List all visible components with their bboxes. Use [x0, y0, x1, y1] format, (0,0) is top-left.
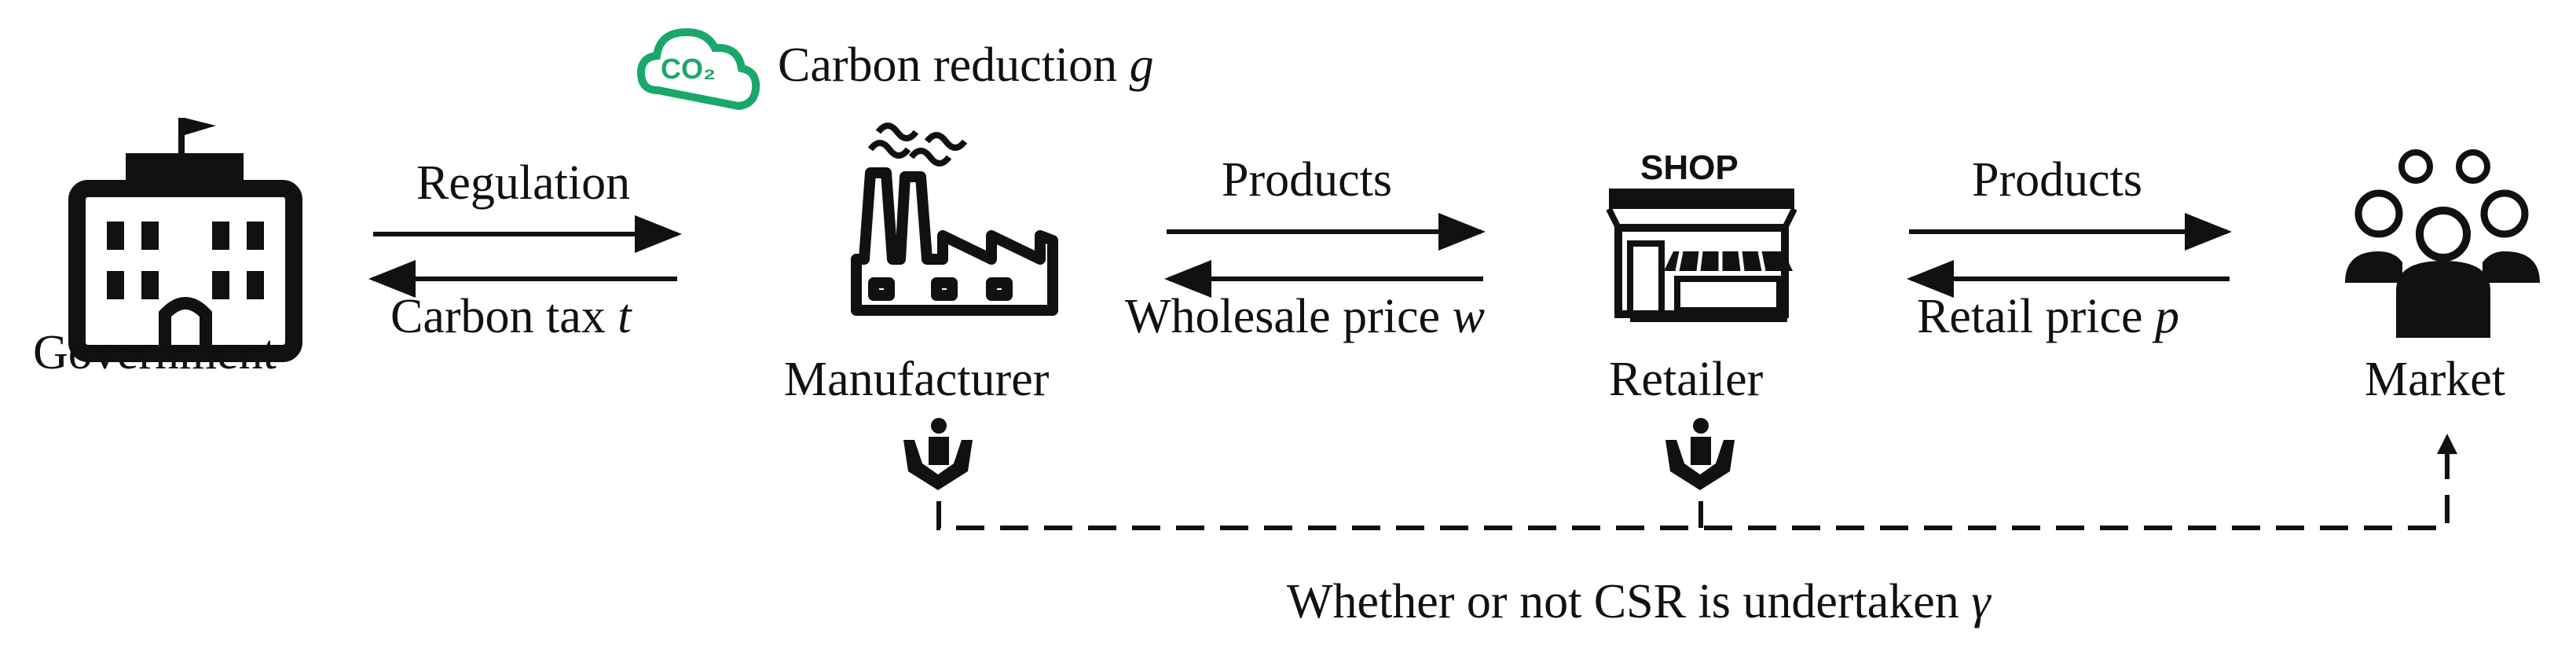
csr-label-var: γ [1971, 575, 1991, 628]
carbon-reduction-text: Carbon reduction [778, 38, 1118, 92]
node-label-government: Government [33, 326, 277, 379]
shop-icon [1606, 189, 1797, 322]
carbon-reduction-var: g [1129, 38, 1154, 92]
csr-label: Whether or not CSR is undertaken γ [1287, 577, 1991, 626]
node-label-retailer: Retailer [1609, 353, 1764, 406]
csr-arrowhead [2437, 434, 2457, 454]
carbon-tax-text: Carbon tax [390, 290, 606, 343]
flow-label-carbon-tax: Carbon tax t [390, 292, 632, 341]
svg-text:CO₂: CO₂ [661, 53, 716, 85]
flow-label-regulation: Regulation [416, 156, 631, 210]
csr-hands-icon [1665, 418, 1735, 490]
carbon-tax-var: t [617, 290, 632, 343]
government-building-icon [68, 118, 302, 362]
node-label-market: Market [2365, 353, 2506, 406]
factory-icon [851, 123, 1058, 316]
flow-label-retail-price: Retail price p [1917, 292, 2179, 341]
csr-dashed-connector [936, 452, 2450, 530]
wholesale-price-text: Wholesale price [1125, 290, 1441, 343]
retail-price-var: p [2154, 290, 2179, 343]
csr-label-text: Whether or not CSR is undertaken [1287, 575, 1959, 628]
carbon-reduction-label: Carbon reduction g [778, 41, 1154, 90]
flow-label-wholesale-price: Wholesale price w [1125, 292, 1485, 341]
shop-sign: SHOP [1640, 148, 1739, 187]
csr-hands-icon [903, 418, 973, 490]
wholesale-price-var: w [1452, 290, 1485, 343]
flow-label-products-1: Products [1222, 153, 1392, 207]
node-label-manufacturer: Manufacturer [784, 353, 1050, 406]
retail-price-text: Retail price [1917, 290, 2143, 343]
flow-label-products-2: Products [1972, 153, 2142, 207]
market-crowd-icon [2345, 149, 2540, 338]
co2-cloud-icon: CO₂ [636, 27, 760, 111]
